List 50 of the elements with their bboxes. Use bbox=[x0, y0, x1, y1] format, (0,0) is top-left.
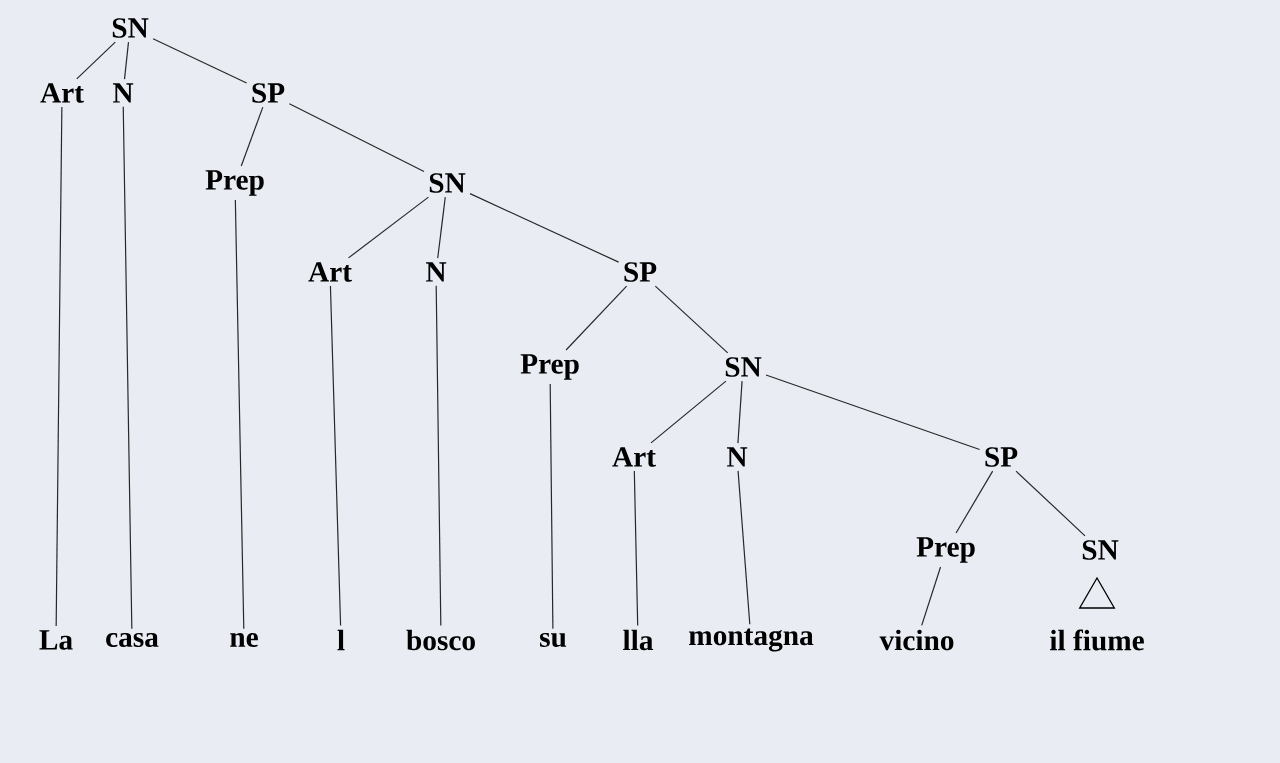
category-label: N bbox=[113, 83, 134, 103]
branch-line bbox=[435, 285, 442, 626]
category-label: N bbox=[727, 447, 748, 467]
word-label: su bbox=[540, 632, 567, 648]
branch-line bbox=[921, 566, 942, 626]
branch-line bbox=[654, 285, 729, 354]
category-label: Art bbox=[612, 447, 656, 467]
category-label: SN bbox=[1082, 540, 1119, 560]
word-label: ne bbox=[230, 632, 258, 648]
category-label: SN bbox=[429, 173, 466, 193]
branch-line bbox=[437, 196, 446, 259]
category-label: SP bbox=[252, 83, 285, 103]
category-label: Art bbox=[40, 83, 84, 103]
word-label: vicino bbox=[879, 629, 954, 651]
branch-line bbox=[234, 199, 245, 630]
category-label: N bbox=[426, 262, 447, 282]
word-label: lla bbox=[623, 629, 654, 651]
word-label: il fiume bbox=[1050, 629, 1144, 651]
branch-line bbox=[288, 103, 425, 172]
word-label: l bbox=[337, 629, 345, 651]
branch-line bbox=[123, 41, 130, 80]
branch-line bbox=[152, 38, 248, 84]
branch-line bbox=[765, 374, 981, 451]
branch-line bbox=[55, 106, 63, 627]
branch-line bbox=[122, 106, 133, 630]
category-label: SP bbox=[624, 262, 657, 282]
branch-line bbox=[650, 380, 727, 444]
category-label: Prep bbox=[916, 537, 975, 563]
branch-line bbox=[565, 285, 628, 351]
branch-line bbox=[469, 193, 620, 263]
word-label: casa bbox=[106, 632, 159, 648]
branch-line bbox=[240, 106, 264, 167]
branch-line bbox=[737, 380, 743, 444]
branch-line bbox=[1015, 470, 1086, 537]
word-label: La bbox=[39, 630, 73, 650]
category-label: SN bbox=[112, 18, 149, 38]
category-label: SN bbox=[725, 357, 762, 377]
word-label: bosco bbox=[406, 629, 475, 651]
word-label: montagna bbox=[689, 628, 814, 652]
category-label: Prep bbox=[205, 170, 264, 196]
branch-line bbox=[549, 383, 554, 630]
branch-line bbox=[737, 470, 751, 625]
branch-line bbox=[76, 41, 116, 80]
category-label: SP bbox=[985, 447, 1018, 467]
branch-line bbox=[329, 285, 342, 627]
branch-line bbox=[955, 470, 994, 534]
category-label: Art bbox=[308, 262, 352, 282]
branch-line bbox=[633, 470, 639, 626]
category-label: Prep bbox=[520, 354, 579, 380]
branch-line bbox=[347, 196, 430, 259]
